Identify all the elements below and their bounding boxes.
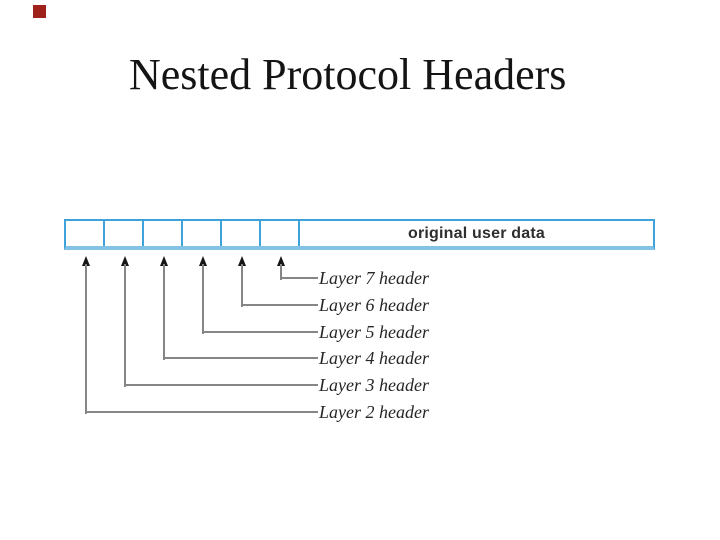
pointer-line [124,264,126,387]
user-data-label: original user data [408,224,545,242]
pointer-line [163,357,318,359]
pointer-line [85,411,318,413]
header-cell [261,221,300,246]
pointer-line [241,304,318,306]
header-cell [66,221,105,246]
header-cell [222,221,261,246]
pointer-line [280,277,318,279]
arrow-up-icon [238,256,246,266]
header-cell [144,221,183,246]
pointer-line [280,264,282,280]
red-square-marker [33,5,46,18]
arrow-up-icon [199,256,207,266]
layer-label: Layer 4 header [319,348,429,368]
pointer-line [202,264,204,334]
layer-label: Layer 7 header [319,268,429,288]
packet-bar: original user data [64,219,655,250]
user-data-cell: original user data [300,221,653,246]
pointer-line [241,264,243,307]
layer-label: Layer 3 header [319,375,429,395]
header-cell [183,221,222,246]
header-cell [105,221,144,246]
pointer-line [202,331,318,333]
layer-label: Layer 2 header [319,402,429,422]
arrow-up-icon [121,256,129,266]
layer-label: Layer 5 header [319,322,429,342]
pointer-line [163,264,165,360]
arrow-up-icon [277,256,285,266]
layer-label: Layer 6 header [319,295,429,315]
page-title: Nested Protocol Headers [129,50,567,99]
arrow-up-icon [82,256,90,266]
pointer-line [85,264,87,414]
arrow-up-icon [160,256,168,266]
pointer-line [124,384,318,386]
